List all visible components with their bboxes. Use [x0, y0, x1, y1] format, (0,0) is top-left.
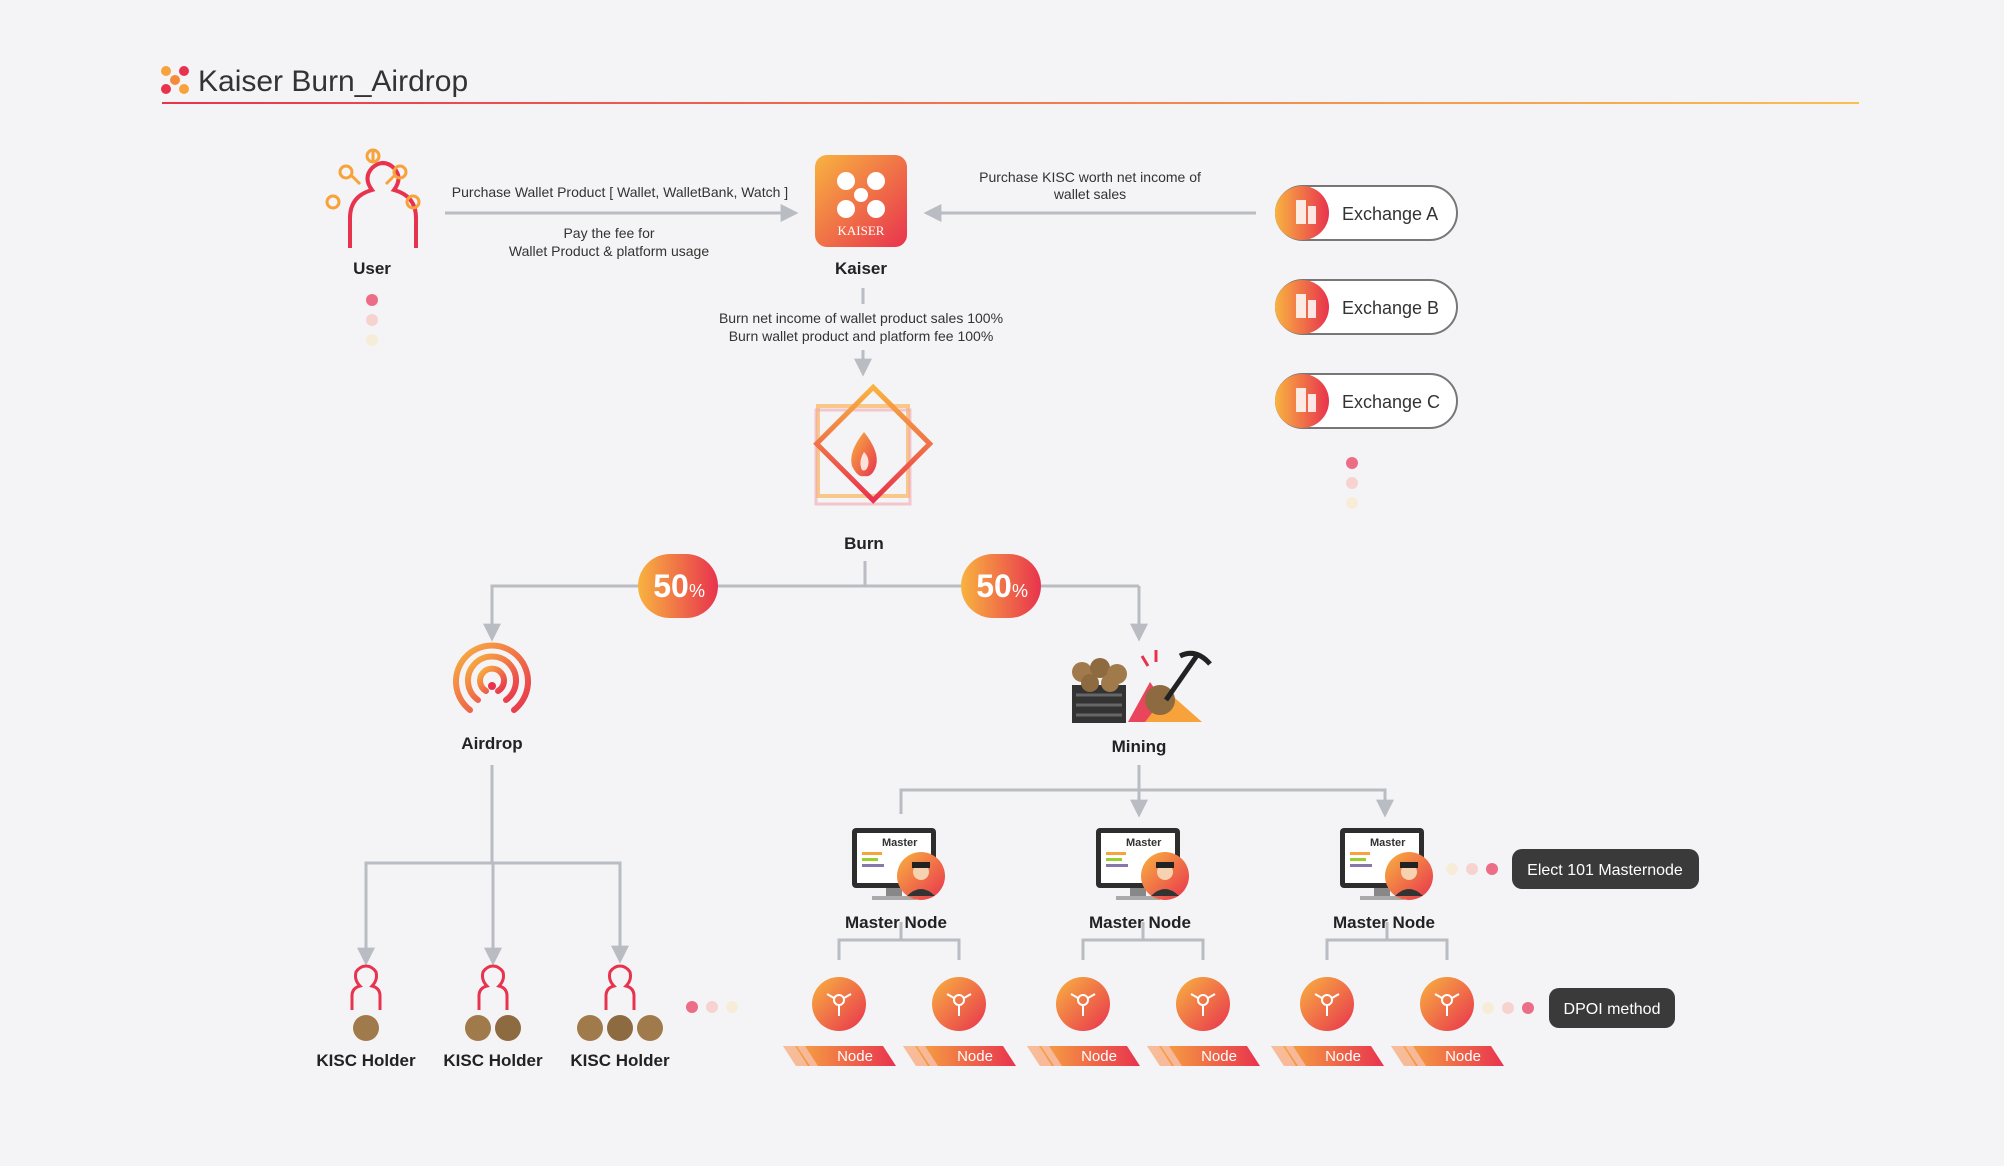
page-header: Kaiser Burn_Airdrop — [161, 65, 1859, 104]
mining-label: Mining — [1112, 737, 1167, 756]
kisc-holder-3: KISC Holder — [570, 964, 670, 1070]
node-label: Node — [1445, 1048, 1481, 1065]
purchase-kisc-label-1: Purchase KISC worth net income of — [979, 169, 1201, 185]
master-node-3: Master Master Node — [1333, 828, 1435, 932]
exchange-c-label: Exchange C — [1342, 392, 1440, 412]
more-dot — [1446, 863, 1458, 875]
person-icon — [350, 964, 382, 1010]
split-value-right: 50 — [976, 568, 1012, 604]
more-dot — [726, 1001, 738, 1013]
elect-badge-label: Elect 101 Masternode — [1527, 862, 1683, 879]
node-label: Node — [1081, 1048, 1117, 1065]
more-dot — [706, 1001, 718, 1013]
airdrop-signal-icon — [453, 642, 531, 713]
burn-income-label-1: Burn net income of wallet product sales … — [719, 310, 1003, 326]
exchange-c: Exchange C — [1275, 373, 1458, 429]
more-dot — [1486, 863, 1498, 875]
coin-icon — [577, 1015, 603, 1041]
kaiser-mark-icon — [161, 66, 189, 94]
kisc-holder-label: KISC Holder — [316, 1051, 416, 1070]
dpoi-badge-label: DPOI method — [1564, 1001, 1661, 1018]
master-computer-icon: Master — [852, 828, 945, 900]
more-dot — [686, 1001, 698, 1013]
coin-icon — [637, 1015, 663, 1041]
kisc-holder-1: KISC Holder — [316, 964, 416, 1070]
burn-label: Burn — [844, 534, 884, 553]
user-node: User — [325, 148, 421, 346]
node-6: Node — [1391, 977, 1504, 1066]
purchase-kisc-label-2: wallet sales — [1053, 186, 1126, 202]
master-node-2: Master Master Node — [1089, 828, 1191, 932]
purchase-wallet-label: Purchase Wallet Product [ Wallet, Wallet… — [452, 184, 788, 200]
node-2: Node — [903, 977, 1016, 1066]
person-icon — [477, 964, 509, 1010]
node-label: Node — [837, 1048, 873, 1065]
split-unit-left: % — [689, 581, 705, 601]
kisc-holder-2: KISC Holder — [443, 964, 543, 1070]
header-divider — [162, 102, 1859, 104]
pay-fee-label-1: Pay the fee for — [563, 225, 654, 241]
mining-node: Mining — [1072, 650, 1212, 756]
node-5: Node — [1271, 977, 1384, 1066]
more-dot — [1502, 1002, 1514, 1014]
coin-icon — [465, 1015, 491, 1041]
split-unit-right: % — [1012, 581, 1028, 601]
master-screen-label: Master — [1126, 837, 1162, 849]
more-dot — [1346, 457, 1358, 469]
burn-income-label-2: Burn wallet product and platform fee 100… — [729, 328, 994, 344]
node-label: Node — [1325, 1048, 1361, 1065]
master-screen-label: Master — [882, 837, 918, 849]
coin-icon — [607, 1015, 633, 1041]
split-value-left: 50 — [653, 568, 689, 604]
coin-icon — [495, 1015, 521, 1041]
dpoi-method-badge: DPOI method — [1549, 988, 1675, 1028]
user-network-icon — [325, 148, 421, 248]
burn-flame-icon — [813, 383, 934, 506]
person-icon — [604, 964, 636, 1010]
more-dot — [366, 334, 378, 346]
kisc-holder-label: KISC Holder — [570, 1051, 670, 1070]
more-dot — [1346, 477, 1358, 489]
kaiser-node: KAISER Kaiser — [815, 155, 907, 278]
exchange-a-label: Exchange A — [1342, 204, 1438, 224]
split-badge-left: 50 % — [638, 554, 718, 618]
node-label: Node — [1201, 1048, 1237, 1065]
node-3: Node — [1027, 977, 1140, 1066]
master-computer-icon: Master — [1096, 828, 1189, 900]
split-badge-right: 50 % — [961, 554, 1041, 618]
master-node-label: Master Node — [1333, 913, 1435, 932]
coin-icon — [353, 1015, 379, 1041]
master-node-label: Master Node — [845, 913, 947, 932]
user-label: User — [353, 259, 391, 278]
exchange-b-label: Exchange B — [1342, 298, 1439, 318]
node-4: Node — [1147, 977, 1260, 1066]
master-node-label: Master Node — [1089, 913, 1191, 932]
airdrop-node: Airdrop — [453, 642, 531, 753]
kisc-holder-label: KISC Holder — [443, 1051, 543, 1070]
more-dot — [1346, 497, 1358, 509]
mining-coins-icon — [1072, 650, 1212, 723]
exchange-b: Exchange B — [1275, 279, 1458, 335]
more-dot — [1522, 1002, 1534, 1014]
airdrop-label: Airdrop — [461, 734, 522, 753]
burn-node: Burn — [813, 383, 934, 553]
pay-fee-label-2: Wallet Product & platform usage — [509, 243, 709, 259]
master-computer-icon: Master — [1340, 828, 1433, 900]
elect-masternode-badge: Elect 101 Masternode — [1512, 849, 1699, 889]
more-dot — [1482, 1002, 1494, 1014]
exchange-a: Exchange A — [1275, 185, 1458, 241]
page-title: Kaiser Burn_Airdrop — [198, 65, 468, 98]
kaiser-label: Kaiser — [835, 259, 887, 278]
master-node-1: Master Master Node — [845, 828, 947, 932]
more-dot — [1466, 863, 1478, 875]
node-1: Node — [783, 977, 896, 1066]
master-screen-label: Master — [1370, 837, 1406, 849]
kaiser-logo-text: KAISER — [838, 223, 885, 238]
node-label: Node — [957, 1048, 993, 1065]
more-dot — [366, 314, 378, 326]
more-dot — [366, 294, 378, 306]
